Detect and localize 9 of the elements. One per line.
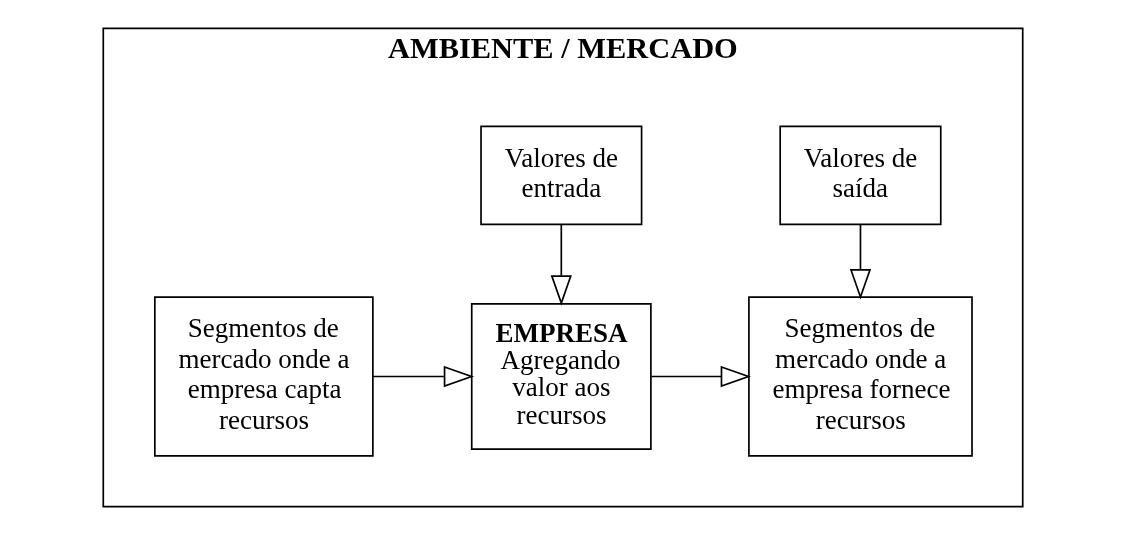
node-box: Valores de entrada [480,125,643,226]
arrow [650,365,752,388]
arrow [372,365,475,388]
node-box: Valores de saída [779,125,942,226]
node-box: Segmentos de mercado onde a empresa capta recursos [154,296,374,457]
node-box: Segmentos de mercado onde a empresa fornece recursos [748,296,973,457]
node-box: EMPRESA Agregando valor aos recursos [470,303,652,451]
arrow [849,223,872,300]
arrow [550,223,572,306]
